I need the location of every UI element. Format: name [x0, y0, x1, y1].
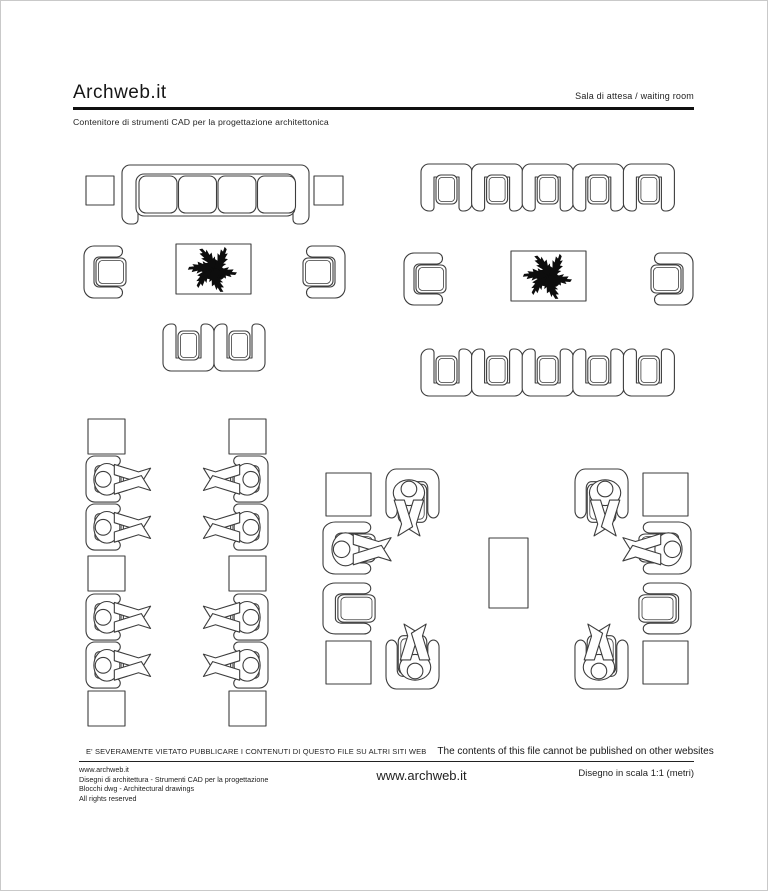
armchair-right-side [302, 245, 346, 299]
waiting-column-right [203, 419, 268, 726]
waiting-column-left [86, 419, 151, 726]
footer-info-line: Disegni di architettura - Strumenti CAD … [79, 774, 269, 784]
seated-person-chair [86, 456, 151, 502]
two-seat-bench [162, 323, 266, 372]
footer-info-line: All rights reserved [79, 793, 137, 803]
disclaimer-row: E' SEVERAMENTE VIETATO PUBBLICARE I CONT… [79, 746, 714, 757]
side-table [86, 176, 114, 205]
side-table [326, 641, 371, 684]
footer-site-url: www.archweb.it [376, 768, 467, 783]
five-chair-lounge-group [403, 164, 694, 396]
footer-info-block: www.archweb.it Disegni di architettura -… [79, 765, 329, 803]
footer-info-line: Blocchi dwg - Architectural drawings [79, 784, 195, 794]
armchair-cluster-left [322, 468, 440, 690]
rectangular-table [489, 538, 528, 608]
footer-scale-note: Disegno in scala 1:1 (metri) [578, 768, 694, 779]
coffee-table-plant [511, 251, 586, 302]
footer: E' SEVERAMENTE VIETATO PUBBLICARE I CONT… [79, 746, 714, 803]
armchair-left-side [403, 252, 447, 306]
side-table [88, 556, 125, 591]
armchair-left-side [83, 245, 127, 299]
footer-columns: www.archweb.it Disegni di architettura -… [79, 765, 694, 803]
side-table [88, 419, 125, 454]
armchair-cluster-right [575, 469, 691, 689]
header-rule [73, 107, 694, 110]
chair-row-bottom [421, 349, 674, 396]
footer-rule [79, 761, 694, 762]
disclaimer-english: The contents of this file cannot be publ… [437, 746, 714, 757]
header-title-row: Archweb.it Sala di attesa / waiting room [73, 83, 694, 102]
seated-person-chair [86, 594, 151, 640]
header: Archweb.it Sala di attesa / waiting room… [73, 83, 694, 127]
page-category-label: Sala di attesa / waiting room [575, 91, 694, 101]
chair-row-top [421, 164, 674, 211]
disclaimer-italian: E' SEVERAMENTE VIETATO PUBBLICARE I CONT… [86, 747, 427, 756]
armchair-right-side [650, 252, 694, 306]
sofa-lounge-group [83, 165, 346, 372]
site-logo: Archweb.it [73, 82, 167, 103]
site-tagline: Contenitore di strumenti CAD per la prog… [73, 117, 329, 127]
four-seat-sofa [122, 165, 309, 224]
side-table [326, 473, 371, 516]
armchair-cluster-group [322, 468, 691, 690]
footer-info-line: www.archweb.it [79, 765, 129, 774]
seated-person-chair [86, 504, 151, 550]
waiting-rows-group [86, 418, 268, 727]
side-table [88, 691, 125, 726]
side-table [314, 176, 343, 205]
seated-person-chair [86, 642, 151, 688]
armchair-empty [322, 582, 376, 635]
coffee-table-plant [176, 244, 251, 295]
